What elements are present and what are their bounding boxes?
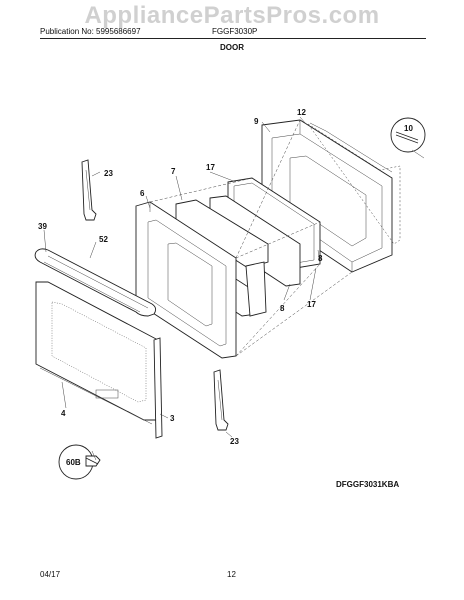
footer-date: 04/17 — [40, 570, 61, 579]
callout-3: 3 — [170, 414, 175, 423]
callout-60b: 60B — [66, 458, 81, 467]
leader-lines — [43, 116, 353, 461]
callout-17-upper: 17 — [206, 163, 215, 172]
door-gasket — [307, 122, 401, 245]
callout-7: 7 — [171, 167, 176, 176]
side-trim — [153, 337, 163, 439]
callout-4: 4 — [61, 409, 66, 418]
watermark: AppliancePartsPros.com — [84, 2, 380, 29]
screw-60b — [58, 444, 101, 480]
header-rule — [40, 38, 426, 39]
callout-10: 10 — [404, 124, 413, 133]
callout-8-right: 8 — [318, 254, 323, 263]
hinge-right — [213, 369, 229, 431]
publication-number: Publication No: 5995686697 — [40, 27, 141, 36]
page-number: 12 — [227, 570, 236, 579]
callout-52: 52 — [99, 235, 108, 244]
callout-8-lower: 8 — [280, 304, 285, 313]
screw-10 — [390, 117, 426, 159]
model-number: FGGF3030P — [212, 27, 258, 36]
door-handle — [34, 248, 157, 317]
section-title: DOOR — [220, 43, 244, 52]
callout-23-lower: 23 — [230, 437, 239, 446]
hinge-left — [81, 159, 97, 221]
callout-9: 9 — [254, 117, 259, 126]
diagram-code: DFGGF3031KBA — [336, 480, 400, 489]
callout-12: 12 — [297, 108, 306, 117]
callout-39: 39 — [38, 222, 47, 231]
callout-17-lower: 17 — [307, 300, 316, 309]
callout-6: 6 — [140, 189, 145, 198]
callout-23-upper: 23 — [104, 169, 113, 178]
